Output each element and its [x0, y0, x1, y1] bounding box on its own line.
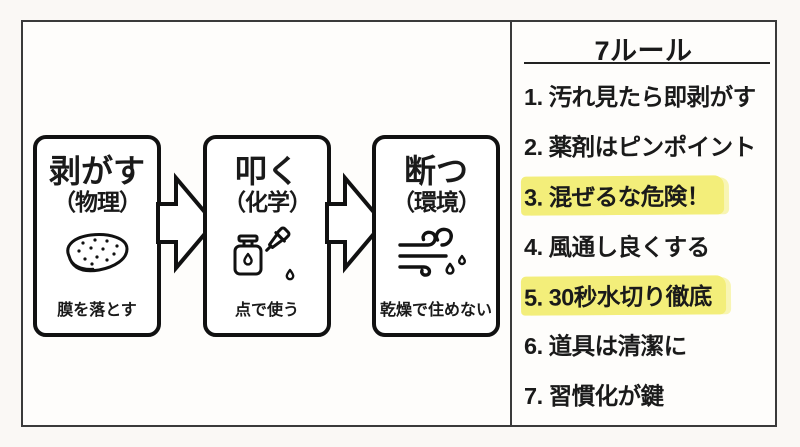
panel-divider [510, 22, 512, 425]
process-step-peel: 剥がす （物理） 膜を落とす [33, 135, 161, 337]
rules-panel-title: 7ルール [594, 36, 693, 66]
process-diagram: 剥がす （物理） 膜を落とす [23, 22, 510, 425]
rules-list: 1. 汚れ見たら即剥がす 2. 薬剤はピンポイント 3. 混ぜるな危険！ 4. … [512, 71, 775, 420]
rules-panel: 7ルール 1. 汚れ見たら即剥がす 2. 薬剤はピンポイント 3. 混ぜるな危険… [512, 22, 775, 425]
rule-item: 3. 混ぜるな危険！ [512, 171, 775, 221]
rule-label: 7. 習慣化が鍵 [524, 383, 664, 410]
rule-label: 1. 汚れ見たら即剥がす [524, 84, 756, 111]
rule-label: 2. 薬剤はピンポイント [524, 134, 756, 161]
process-step-cut-off: 断つ （環境） 乾燥で住めない [372, 135, 500, 337]
rule-label: 4. 風通し良くする [524, 233, 710, 260]
rule-item: 1. 汚れ見たら即剥がす [512, 71, 775, 121]
rules-title-underline [524, 62, 770, 64]
step-title: 剥がす [48, 153, 145, 189]
sponge-icon [37, 214, 157, 296]
step-subtitle: （化学） [223, 188, 312, 215]
step-caption: 乾燥で住めない [379, 302, 492, 319]
rule-item: 4. 風通し良くする [512, 220, 775, 270]
rule-item: 5. 30秒水切り徹底 [512, 270, 775, 320]
rule-label: 5. 30秒水切り徹底 [520, 274, 726, 316]
dropper-bottle-icon [207, 214, 327, 296]
process-step-tap: 叩く （化学） 点で使う [203, 135, 331, 337]
wind-drying-icon [376, 214, 496, 296]
rule-item: 6. 道具は清潔に [512, 320, 775, 370]
block-arrow-right-icon [325, 172, 386, 274]
step-subtitle: （物理） [53, 188, 142, 215]
step-title: 叩く [234, 153, 299, 189]
rule-item: 7. 習慣化が鍵 [512, 370, 775, 420]
step-subtitle: （環境） [392, 188, 481, 215]
outer-frame: 剥がす （物理） 膜を落とす [21, 20, 777, 427]
step-title: 断つ [403, 153, 468, 189]
rule-label: 6. 道具は清潔に [524, 333, 687, 360]
rule-item: 2. 薬剤はピンポイント [512, 121, 775, 171]
step-caption: 膜を落とす [57, 302, 137, 319]
block-arrow-right-icon [156, 172, 217, 274]
rule-label: 3. 混ぜるな危険！ [520, 175, 724, 216]
step-caption: 点で使う [234, 302, 299, 319]
